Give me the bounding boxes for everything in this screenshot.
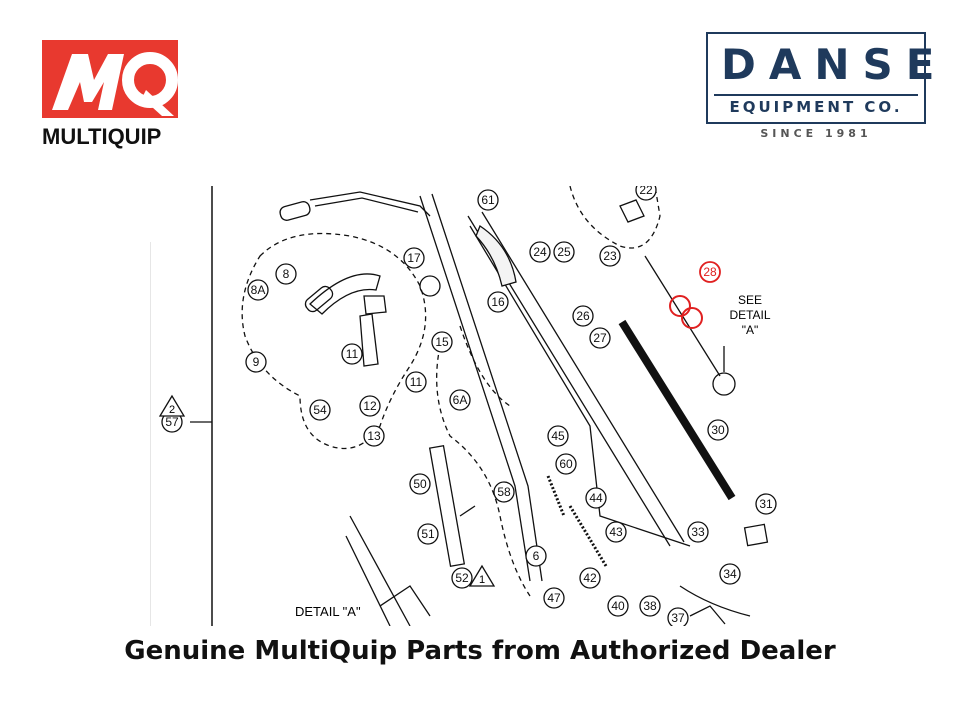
part-number: 6 bbox=[533, 549, 540, 563]
part-callout-8: 8 bbox=[275, 263, 297, 285]
part-number: 52 bbox=[455, 571, 469, 585]
warning-triangle-2: 2 bbox=[158, 394, 186, 417]
warning-triangle-1: 1 bbox=[468, 564, 496, 587]
danse-name: DANSE bbox=[721, 40, 948, 89]
part-callout-42: 42 bbox=[579, 567, 601, 589]
detail-a-label: DETAIL "A" bbox=[295, 604, 361, 619]
caption: Genuine MultiQuip Parts from Authorized … bbox=[124, 636, 836, 666]
part-callout-60: 60 bbox=[555, 453, 577, 475]
part-callout-25: 25 bbox=[553, 241, 575, 263]
part-callout-43: 43 bbox=[605, 521, 627, 543]
part-number: 31 bbox=[759, 497, 773, 511]
part-callout-54: 54 bbox=[309, 399, 331, 421]
part-callout-23: 23 bbox=[599, 245, 621, 267]
danse-divider bbox=[714, 94, 918, 96]
part-number: 6A bbox=[453, 393, 468, 407]
part-callout-28: 28 bbox=[699, 261, 721, 283]
part-callout-50: 50 bbox=[409, 473, 431, 495]
mq-monogram-icon bbox=[42, 40, 178, 118]
part-callout-22: 22 bbox=[635, 186, 657, 201]
part-callout-61: 61 bbox=[477, 189, 499, 211]
part-callout-13: 13 bbox=[363, 425, 385, 447]
part-number: 44 bbox=[589, 491, 603, 505]
part-number: 11 bbox=[346, 347, 359, 361]
part-callout-33: 33 bbox=[687, 521, 709, 543]
part-number: 24 bbox=[533, 245, 547, 259]
danse-logo: DANSE EQUIPMENT CO. bbox=[706, 32, 948, 124]
part-callout-6a: 6A bbox=[449, 389, 471, 411]
part-number: 27 bbox=[593, 331, 607, 345]
part-number: 37 bbox=[671, 611, 685, 625]
part-callout-26: 26 bbox=[572, 305, 594, 327]
part-number: 13 bbox=[367, 429, 381, 443]
danse-subtitle: EQUIPMENT CO. bbox=[729, 98, 903, 116]
part-callout-24: 24 bbox=[529, 241, 551, 263]
part-number: 9 bbox=[253, 355, 260, 369]
part-number: 47 bbox=[547, 591, 561, 605]
part-number: 15 bbox=[435, 335, 449, 349]
part-number: 40 bbox=[611, 599, 625, 613]
part-callout-12: 12 bbox=[359, 395, 381, 417]
part-28-highlight bbox=[669, 295, 703, 329]
part-number: 51 bbox=[421, 527, 435, 541]
part-number: 26 bbox=[576, 309, 590, 323]
part-callout-30: 30 bbox=[707, 419, 729, 441]
part-number: 57 bbox=[165, 415, 179, 429]
part-number: 25 bbox=[557, 245, 571, 259]
part-callout-37: 37 bbox=[667, 607, 689, 626]
part-number: 17 bbox=[407, 251, 421, 265]
part-callout-11: 11 bbox=[405, 371, 427, 393]
part-callout-52: 52 bbox=[451, 567, 473, 589]
part-callout-58: 58 bbox=[493, 481, 515, 503]
part-callout-8a: 8A bbox=[247, 279, 269, 301]
part-number: 54 bbox=[313, 403, 327, 417]
part-callout-45: 45 bbox=[547, 425, 569, 447]
part-number: 11 bbox=[410, 375, 423, 389]
part-number: 42 bbox=[583, 571, 597, 585]
part-number: 38 bbox=[643, 599, 657, 613]
part-callout-9: 9 bbox=[245, 351, 267, 373]
part-callout-17: 17 bbox=[403, 247, 425, 269]
part-number: 30 bbox=[711, 423, 725, 437]
part-number: 33 bbox=[691, 525, 705, 539]
part-number: 34 bbox=[723, 567, 737, 581]
part-callout-38: 38 bbox=[639, 595, 661, 617]
part-callout-16: 16 bbox=[487, 291, 509, 313]
part-callout-44: 44 bbox=[585, 487, 607, 509]
part-number: 8A bbox=[251, 283, 266, 297]
part-callout-15: 15 bbox=[431, 331, 453, 353]
part-number: 16 bbox=[491, 295, 505, 309]
part-callout-11: 11 bbox=[341, 343, 363, 365]
part-number: 43 bbox=[609, 525, 623, 539]
part-number: 28 bbox=[703, 265, 717, 279]
part-callout-51: 51 bbox=[417, 523, 439, 545]
part-number: 50 bbox=[413, 477, 427, 491]
part-number: 61 bbox=[481, 193, 495, 207]
part-callout-6: 6 bbox=[525, 545, 547, 567]
part-number: 45 bbox=[551, 429, 565, 443]
danse-since: SINCE 1981 bbox=[760, 127, 872, 140]
part-number: 60 bbox=[559, 457, 573, 471]
part-callout-47: 47 bbox=[543, 587, 565, 609]
part-callout-27: 27 bbox=[589, 327, 611, 349]
part-number: 8 bbox=[283, 267, 290, 281]
part-callout-40: 40 bbox=[607, 595, 629, 617]
warning-number: 2 bbox=[169, 404, 175, 416]
part-number: 23 bbox=[603, 249, 617, 263]
part-number: 12 bbox=[363, 399, 377, 413]
warning-number: 1 bbox=[479, 574, 485, 586]
multiquip-wordmark: MULTIQUIP bbox=[42, 124, 162, 149]
part-number: 58 bbox=[497, 485, 511, 499]
part-callout-34: 34 bbox=[719, 563, 741, 585]
part-number: 22 bbox=[639, 186, 653, 197]
part-callout-31: 31 bbox=[755, 493, 777, 515]
